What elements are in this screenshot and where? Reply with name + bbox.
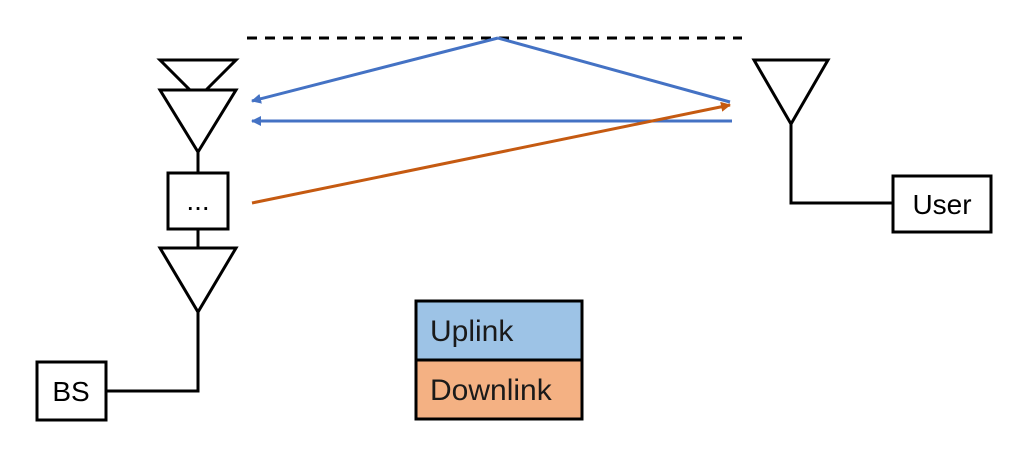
bs-feed-line <box>106 312 200 393</box>
user-box <box>891 174 993 234</box>
legend: Uplink Downlink <box>414 299 584 421</box>
legend-uplink-label: Uplink <box>430 315 514 348</box>
user-feed-line <box>789 124 893 205</box>
bs-label: BS <box>52 376 89 407</box>
repeater-label: ... <box>186 185 209 216</box>
bs-antenna-icon <box>157 246 239 315</box>
user-antenna-icon <box>751 58 831 127</box>
bs-box <box>35 360 108 422</box>
uplink-reflected-path-outgoing <box>251 36 499 104</box>
legend-downlink-swatch <box>414 358 584 421</box>
user-label: User <box>912 189 971 220</box>
legend-downlink-label: Downlink <box>430 374 553 407</box>
uplink-reflected-path-incoming <box>497 36 731 104</box>
legend-uplink-swatch <box>414 299 584 362</box>
repeater-antenna-top-icon <box>156 58 240 155</box>
repeater-box <box>166 171 230 231</box>
downlink-path <box>251 101 731 205</box>
